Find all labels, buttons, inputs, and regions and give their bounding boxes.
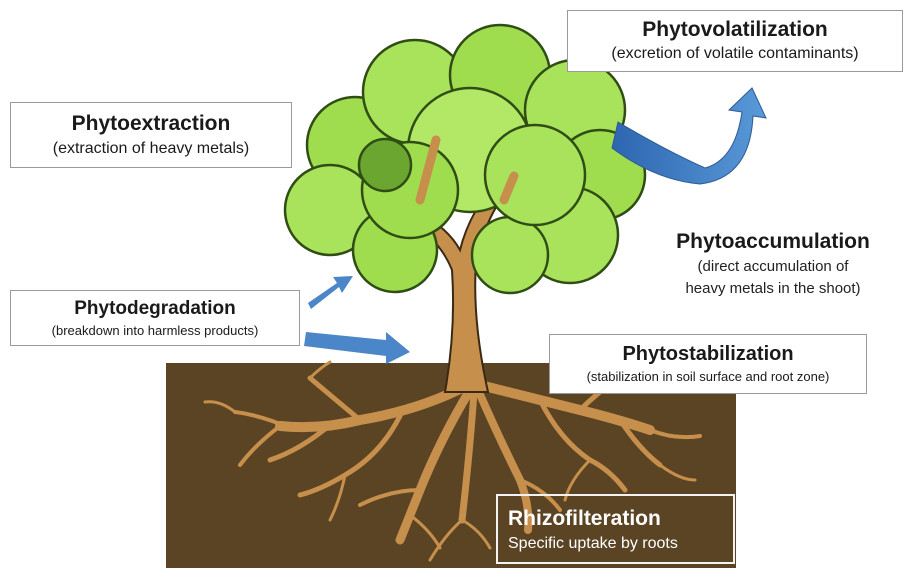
phytovolatilization-box: Phytovolatilization (excretion of volati… (567, 10, 903, 72)
phytodegradation-subtitle: (breakdown into harmless products) (11, 321, 299, 341)
phytostabilization-title: Phytostabilization (550, 341, 866, 367)
rhizofilteration-title: Rhizofilteration (508, 506, 733, 532)
rhizofilteration-subtitle: Specific uptake by roots (508, 532, 733, 556)
phytodegradation-arrow-up (308, 276, 353, 309)
phytoaccumulation-title: Phytoaccumulation (650, 228, 896, 256)
phytoaccumulation-label: Phytoaccumulation (direct accumulation o… (650, 228, 896, 300)
phytoextraction-title: Phytoextraction (11, 111, 291, 137)
phytostabilization-subtitle: (stabilization in soil surface and root … (550, 367, 866, 387)
phytovolatilization-title: Phytovolatilization (568, 17, 902, 43)
phytodegradation-arrow-right (304, 332, 410, 364)
phytoextraction-subtitle: (extraction of heavy metals) (11, 137, 291, 161)
phytoextraction-box: Phytoextraction (extraction of heavy met… (10, 102, 292, 168)
phytostabilization-box: Phytostabilization (stabilization in soi… (549, 334, 867, 394)
phytoaccumulation-subtitle-line1: (direct accumulation of (650, 256, 896, 278)
phytodegradation-title: Phytodegradation (11, 297, 299, 321)
phytodegradation-box: Phytodegradation (breakdown into harmles… (10, 290, 300, 346)
rhizofilteration-box: Rhizofilteration Specific uptake by root… (496, 494, 735, 564)
phytovolatilization-subtitle: (excretion of volatile contaminants) (568, 43, 902, 65)
phytoaccumulation-subtitle-line2: heavy metals in the shoot) (650, 278, 896, 300)
